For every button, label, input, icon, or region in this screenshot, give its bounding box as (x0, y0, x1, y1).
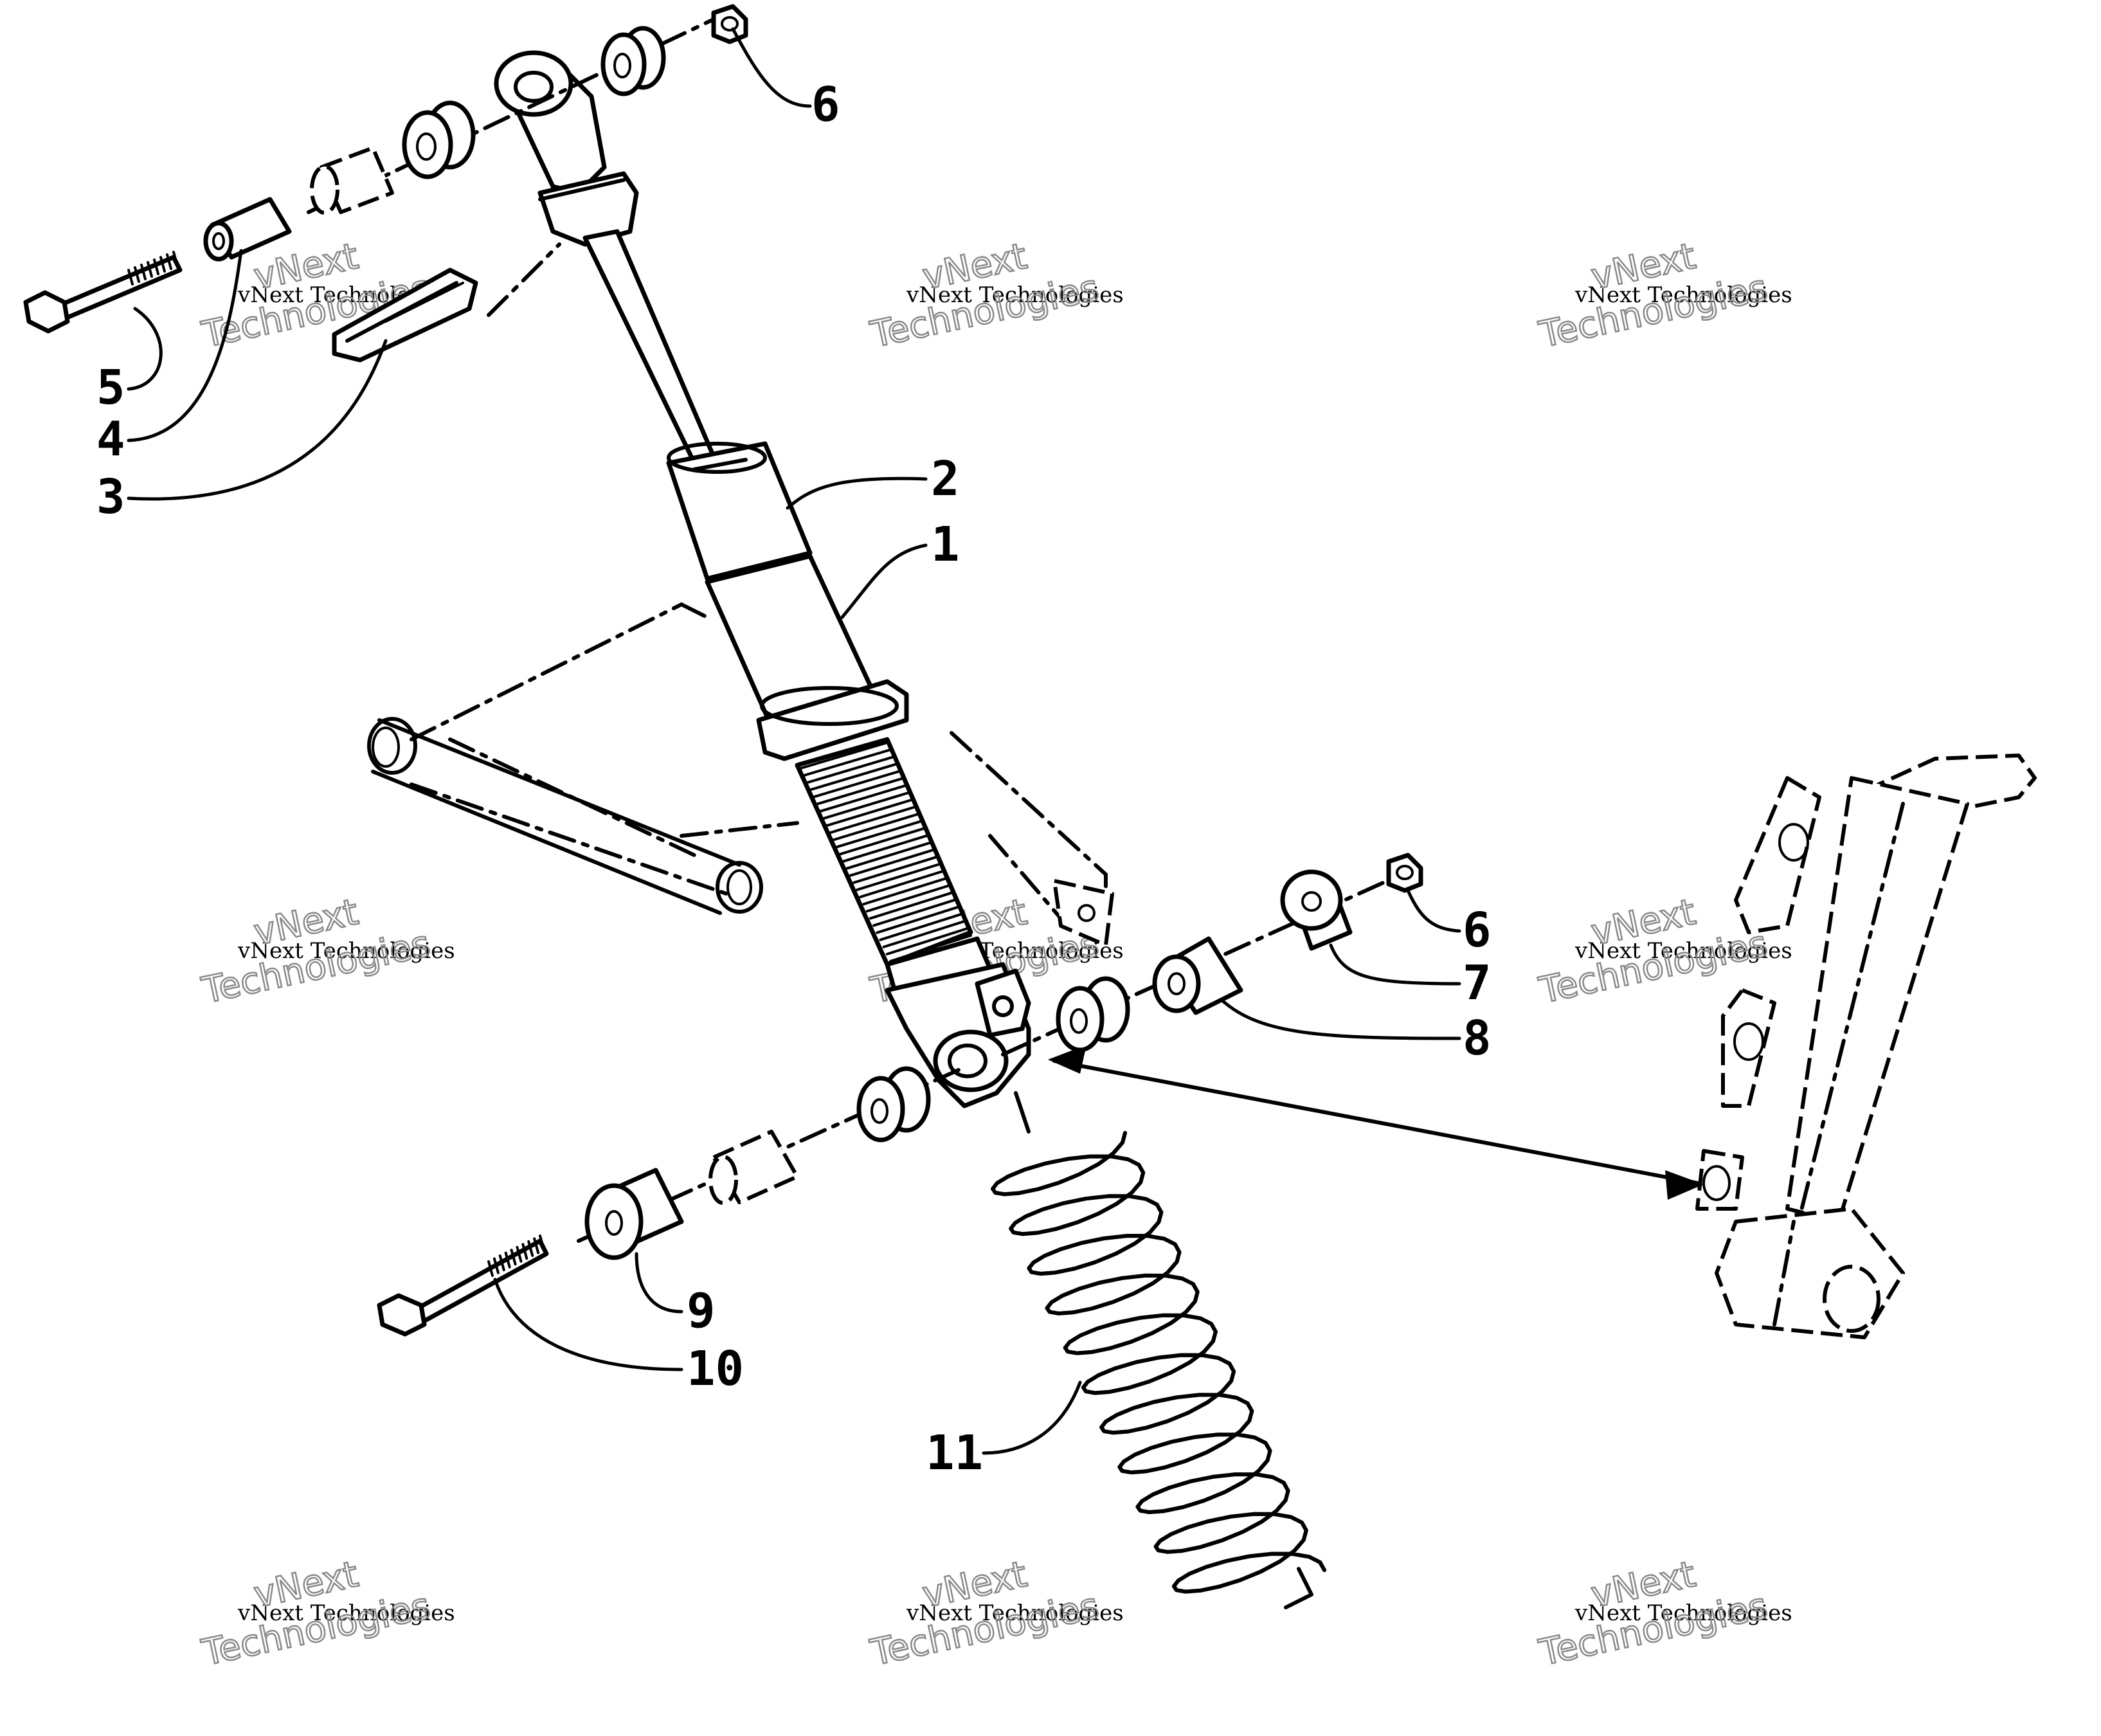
callout-4: 4 (96, 411, 125, 467)
callout-2: 2 (931, 451, 960, 507)
watermark-line-1: vNext Technologies (1574, 1600, 1792, 1626)
callout-7: 7 (1463, 955, 1492, 1011)
callout-11: 11 (926, 1425, 983, 1481)
watermark-line-1: vNext Technologies (237, 1600, 455, 1626)
shock-absorber (494, 50, 1031, 1108)
watermark-line-1: vNext Technologies (906, 282, 1124, 308)
leader-lines (127, 27, 1461, 1455)
callout-6-lower: 6 (1463, 903, 1492, 958)
phantom-a-arm (367, 602, 1114, 947)
callout-1: 1 (931, 517, 960, 572)
callout-labels: 6 5 4 3 2 1 6 7 8 9 10 11 (96, 77, 1492, 1481)
lower-hardware (377, 853, 1423, 1337)
coil-spring (991, 1091, 1326, 1609)
watermark-line-1: vNext Technologies (906, 1600, 1124, 1626)
watermark-line-1: vNext Technologies (237, 938, 455, 964)
watermark-line-1: vNext Technologies (1574, 282, 1792, 308)
callout-6-upper: 6 (811, 77, 840, 132)
upper-hardware (23, 4, 748, 363)
watermark-line-1: vNext Technologies (1574, 938, 1792, 964)
mounting-arrow (1048, 1045, 1704, 1200)
callout-10: 10 (687, 1341, 744, 1397)
callout-9: 9 (687, 1283, 716, 1339)
callout-8: 8 (1463, 1011, 1492, 1066)
phantom-spindle (1695, 754, 2037, 1339)
callout-5: 5 (96, 360, 125, 415)
callout-3: 3 (96, 469, 125, 525)
